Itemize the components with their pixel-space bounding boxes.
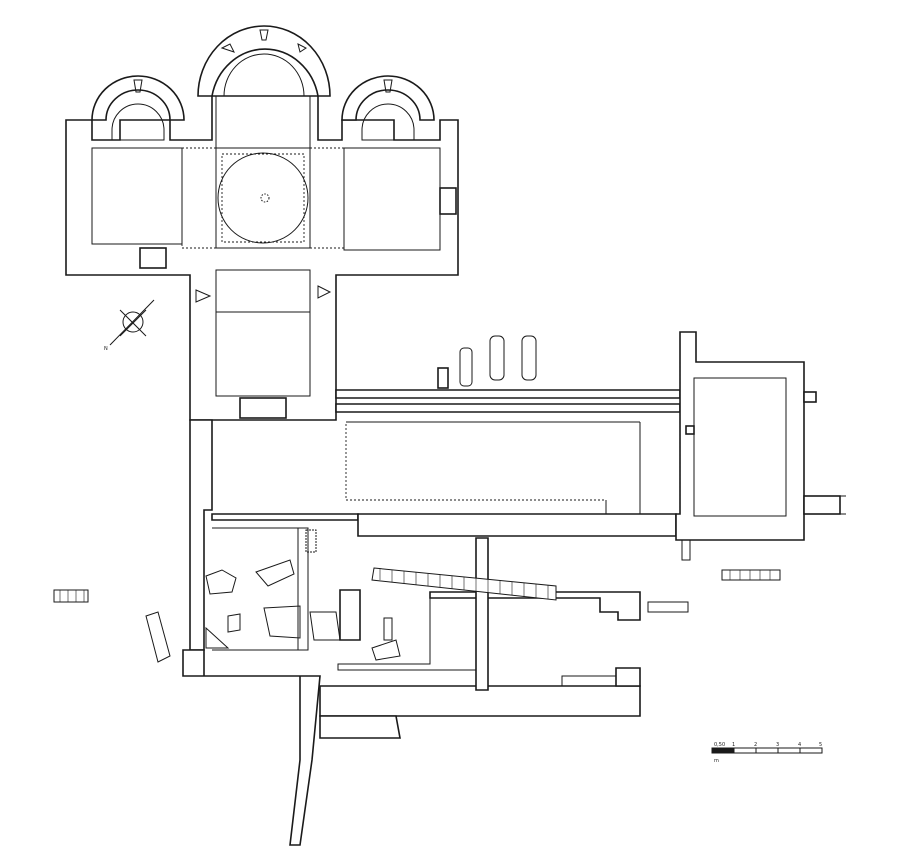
grave-2 bbox=[489, 335, 505, 381]
scale-unit: m bbox=[714, 758, 719, 764]
west-long-wall bbox=[189, 419, 213, 651]
central-apse-window-right bbox=[297, 43, 307, 53]
rubble-west-diagonal bbox=[145, 611, 171, 663]
scale-bar: 0,50 1 2 3 4 5 m bbox=[711, 742, 823, 764]
grave-3 bbox=[521, 335, 537, 381]
west-inner-room bbox=[212, 527, 299, 651]
north-long-wall bbox=[335, 389, 681, 399]
south-apse bbox=[341, 75, 435, 121]
scale-tick-0: 0,50 bbox=[714, 742, 725, 748]
tower-inner-room bbox=[693, 377, 787, 517]
scale-tick-4: 4 bbox=[798, 742, 801, 748]
small-post bbox=[437, 367, 449, 389]
dome-circle bbox=[217, 152, 309, 244]
rubble-east bbox=[721, 569, 781, 581]
scale-tick-2: 2 bbox=[754, 742, 757, 748]
middle-horizontal-wall bbox=[211, 513, 359, 521]
west-door-block bbox=[239, 397, 287, 419]
central-apse-window-left bbox=[220, 43, 235, 53]
site-walls bbox=[182, 331, 846, 846]
north-apse bbox=[91, 75, 185, 121]
scale-tick-1: 1 bbox=[732, 742, 735, 748]
north-arrow: N bbox=[104, 299, 155, 352]
dome-center-mark bbox=[260, 193, 270, 203]
grave-1 bbox=[459, 347, 473, 387]
dome-square bbox=[215, 147, 311, 249]
church-outer-wall bbox=[65, 95, 459, 421]
rubble-west bbox=[53, 589, 89, 603]
scale-bar-fill bbox=[712, 748, 734, 753]
scale-tick-5: 5 bbox=[819, 742, 822, 748]
south-room-complex bbox=[319, 685, 641, 717]
dome-square-inner bbox=[221, 153, 305, 243]
church-building bbox=[65, 25, 459, 421]
east-tower-building bbox=[675, 331, 805, 541]
north-annex bbox=[139, 247, 167, 269]
central-apse bbox=[197, 25, 331, 97]
narthex-room bbox=[215, 269, 311, 313]
central-apse-window-mid bbox=[259, 29, 269, 41]
north-arrow-label: N bbox=[104, 346, 108, 352]
scale-tick-3: 3 bbox=[776, 742, 779, 748]
courtyard-outline bbox=[345, 421, 641, 519]
stone-features bbox=[53, 335, 781, 663]
south-annex bbox=[439, 187, 457, 215]
north-arrow-circle bbox=[122, 311, 144, 333]
rubble-stub bbox=[647, 601, 689, 613]
